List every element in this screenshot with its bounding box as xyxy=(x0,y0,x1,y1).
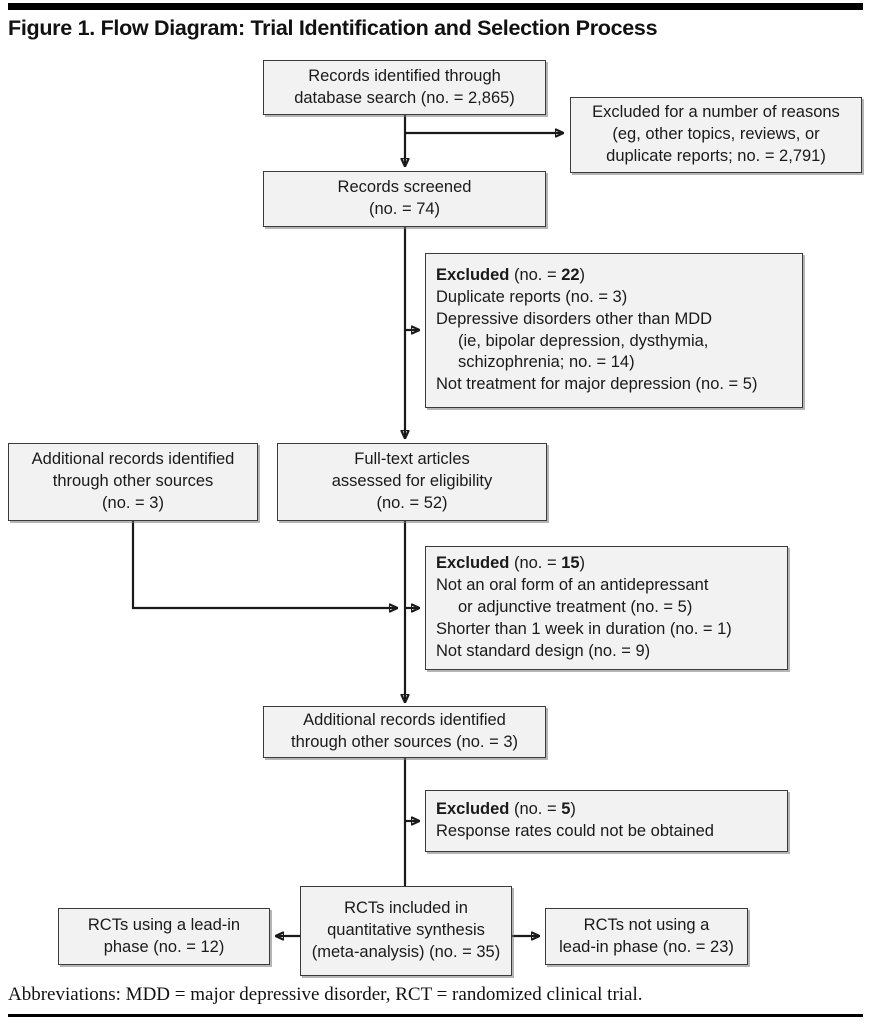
node-line: (no. = 74) xyxy=(368,200,441,218)
excluded-count-prefix: (no. = xyxy=(509,265,562,284)
node-line: assessed for eligibility xyxy=(331,472,493,491)
node-rcts-lead-in: RCTs using a lead-in phase (no. = 12) xyxy=(58,908,270,965)
excluded-count-suffix: ) xyxy=(579,265,586,284)
node-line: RCTs using a lead-in xyxy=(87,915,241,934)
excluded-count-prefix: (no. = xyxy=(509,800,562,819)
top-rule xyxy=(8,3,863,10)
node-full-text-assessed: Full-text articles assessed for eligibil… xyxy=(277,443,547,521)
node-line: Not standard design (no. = 9) xyxy=(436,641,651,660)
excluded-count-suffix: ) xyxy=(579,554,586,573)
node-records-screened: Records screened (no. = 74) xyxy=(263,171,546,227)
excluded-count: 22 xyxy=(561,265,580,284)
node-line: Response rates could not be obtained xyxy=(436,822,714,840)
node-rcts-included: RCTs included in quantitative synthesis … xyxy=(300,886,512,976)
node-excluded-5: Excluded (no. = 5) Response rates could … xyxy=(425,790,788,852)
node-line: Duplicate reports (no. = 3) xyxy=(436,287,628,306)
node-line: phase (no. = 12) xyxy=(103,937,225,956)
node-line: quantitative synthesis xyxy=(327,921,485,940)
node-line: through other sources xyxy=(52,472,214,491)
node-line: (no. = 52) xyxy=(376,493,448,512)
node-line: or adjunctive treatment (no. = 5) xyxy=(458,598,693,617)
node-line: Additional records identified xyxy=(31,450,235,469)
node-line: Full-text articles xyxy=(354,450,470,469)
node-line: lead-in phase (no. = 23) xyxy=(559,937,734,956)
node-line: (meta-analysis) (no. = 35) xyxy=(311,942,501,961)
node-line: Shorter than 1 week in duration (no. = 1… xyxy=(436,619,732,638)
node-records-identified: Records identified through database sear… xyxy=(263,60,546,115)
node-line: (no. = 3) xyxy=(102,493,164,512)
excluded-label: Excluded xyxy=(436,265,510,284)
node-line: RCTs not using a xyxy=(583,915,710,934)
node-excluded-22: Excluded (no. = 22) Duplicate reports (n… xyxy=(425,253,803,408)
node-rcts-no-lead-in: RCTs not using a lead-in phase (no. = 23… xyxy=(545,908,748,965)
node-additional-records-left: Additional records identified through ot… xyxy=(8,443,258,521)
node-line-heading: Excluded (no. = 15) xyxy=(436,553,585,575)
excluded-label: Excluded xyxy=(436,800,510,819)
node-line: (ie, bipolar depression, dysthymia, xyxy=(458,331,709,350)
node-line-heading: Excluded (no. = 22) xyxy=(436,265,585,287)
node-line: RCTs included in xyxy=(344,899,468,918)
node-line: schizophrenia; no. = 14) xyxy=(458,353,635,372)
excluded-count-prefix: (no. = xyxy=(509,554,562,573)
figure-title: Figure 1. Flow Diagram: Trial Identifica… xyxy=(8,16,658,40)
node-line: Records screened xyxy=(337,178,472,197)
node-excluded-reasons: Excluded for a number of reasons (eg, ot… xyxy=(570,97,862,173)
node-line: through other sources (no. = 3) xyxy=(290,733,518,751)
node-line: Records identified through xyxy=(308,66,501,85)
node-line: Not treatment for major depression (no. … xyxy=(436,375,758,394)
node-line: Depressive disorders other than MDD xyxy=(436,309,713,328)
excluded-count: 5 xyxy=(561,800,571,819)
excluded-count: 15 xyxy=(561,554,580,573)
node-line: duplicate reports; no. = 2,791) xyxy=(606,146,826,165)
node-line: Not an oral form of an antidepressant xyxy=(436,576,709,595)
node-line: Additional records identified xyxy=(303,711,506,730)
node-line: database search (no. = 2,865) xyxy=(294,88,515,107)
bottom-rule xyxy=(8,1014,863,1017)
node-line: Excluded for a number of reasons xyxy=(592,103,840,122)
figure-footnote: Abbreviations: MDD = major depressive di… xyxy=(8,984,643,1005)
node-excluded-15: Excluded (no. = 15) Not an oral form of … xyxy=(425,546,788,670)
excluded-count-suffix: ) xyxy=(570,800,576,819)
node-line: (eg, other topics, reviews, or xyxy=(612,125,820,144)
node-additional-records-lower: Additional records identified through ot… xyxy=(263,706,546,758)
excluded-label: Excluded xyxy=(436,554,510,573)
node-line-heading: Excluded (no. = 5) xyxy=(436,799,576,821)
